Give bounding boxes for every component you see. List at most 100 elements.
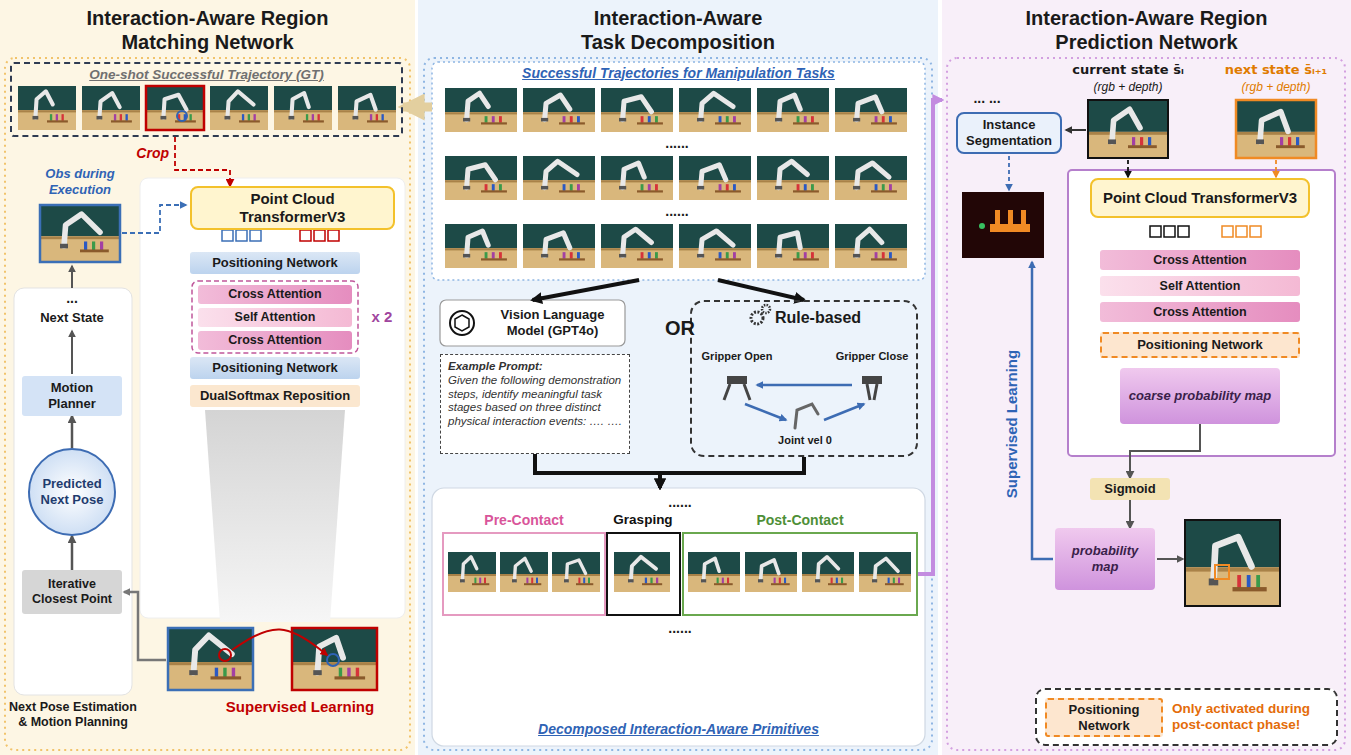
scene-table-edge — [18, 110, 76, 112]
arm-icon — [795, 404, 818, 428]
scene-object — [841, 578, 843, 584]
map-box: probability map — [1055, 528, 1155, 590]
scene-object — [889, 116, 892, 123]
scene-wall — [146, 86, 204, 110]
attention-box: Cross Attention — [198, 285, 352, 304]
robot-thumbnail — [500, 552, 548, 592]
module-box: Positioning Network — [1045, 698, 1163, 737]
robot-thumbnail — [448, 552, 496, 592]
robot-arm — [857, 97, 882, 120]
scene-object — [1256, 575, 1260, 588]
robot-thumbnail — [523, 88, 595, 132]
node-text: Point Cloud TransformerV3 — [1103, 189, 1297, 207]
scene-table-edge — [757, 180, 829, 182]
scene-object — [831, 578, 833, 584]
scene-object — [889, 252, 892, 259]
mask-region — [995, 210, 1000, 224]
scene-object — [114, 114, 116, 121]
scene-object — [84, 241, 87, 250]
robot-arm — [701, 165, 726, 188]
node-text: Interaction-Aware Region Prediction Netw… — [997, 6, 1297, 54]
robot-base — [541, 118, 548, 122]
label-text: Supervised Learning — [1003, 339, 1021, 509]
scene-object — [648, 252, 651, 259]
scene-wall — [835, 156, 907, 180]
scene-stand — [771, 583, 790, 585]
robot-thumbnail — [1088, 100, 1168, 158]
robot-thumbnail — [82, 86, 140, 130]
scene-object — [242, 114, 244, 121]
scene-stand — [335, 676, 366, 679]
scene-object — [726, 252, 729, 259]
scene-object — [882, 252, 885, 259]
segmentation-mask — [962, 192, 1044, 258]
connector — [403, 103, 432, 112]
feature-token — [1222, 226, 1233, 237]
scene-floor — [745, 574, 797, 592]
scene-wall — [40, 205, 120, 236]
scene-floor — [445, 180, 517, 200]
robot-base — [225, 116, 231, 120]
scene-table-edge — [802, 574, 854, 576]
model-logo — [455, 315, 469, 331]
robot-thumbnail — [18, 86, 76, 130]
scene-object — [898, 578, 900, 584]
label-text: current state s̄ᵢ — [1060, 62, 1196, 78]
robot-base — [758, 579, 763, 582]
robot-arm — [1112, 109, 1140, 141]
scene-object — [1280, 137, 1283, 146]
module-box: Positioning Network — [190, 357, 360, 379]
robot-base — [701, 579, 706, 582]
scene-wall — [688, 552, 740, 574]
thumbnail-frame — [40, 205, 120, 262]
feature-token — [300, 230, 311, 241]
robot-thumbnail — [210, 86, 268, 130]
scene-object — [376, 114, 378, 121]
robot-arm — [875, 558, 898, 580]
robot-arm — [467, 165, 496, 188]
robot-arm — [99, 93, 119, 118]
node-text: Grasping — [613, 512, 672, 528]
feature-token — [328, 230, 339, 241]
scene-stand — [637, 258, 663, 260]
connector — [71, 416, 74, 448]
scene-stand — [559, 122, 585, 124]
robot-base — [564, 579, 569, 582]
robot-thumbnail — [679, 224, 751, 268]
robot-base — [619, 118, 626, 122]
connector — [175, 137, 230, 186]
robot-thumbnail — [274, 86, 332, 130]
robot-arm — [857, 163, 889, 188]
scene-table-edge — [445, 112, 517, 114]
robot-thumbnail — [757, 88, 829, 132]
robot-base — [872, 579, 877, 582]
phase-box: Grasping — [606, 532, 681, 616]
scene-object — [645, 578, 647, 584]
scene-table-edge — [82, 110, 140, 112]
connector — [1129, 500, 1131, 528]
scene-object — [655, 184, 658, 191]
scene-object — [836, 578, 838, 584]
scene-floor — [802, 574, 854, 592]
phase-box: Pre-Contact — [442, 532, 606, 616]
scene-wall — [82, 86, 140, 110]
encoder-box: Point Cloud TransformerV3 — [190, 186, 395, 230]
robot-arm — [761, 560, 779, 581]
layout-arrow — [232, 629, 327, 655]
robot-thumbnail — [552, 552, 600, 592]
robot-base — [541, 186, 548, 190]
robot-thumbnail — [679, 88, 751, 132]
scene-floor — [210, 110, 268, 130]
node-text: Self Attention — [1160, 279, 1241, 294]
gripper-finger — [744, 384, 750, 400]
label-text: Gripper Close — [827, 350, 917, 363]
process-box: Iterative Closest Point — [22, 570, 122, 614]
scene-stand — [303, 120, 324, 122]
robot-arm — [318, 638, 344, 673]
robot-base — [463, 254, 470, 258]
attention-box: Cross Attention — [1100, 302, 1300, 322]
scene-object — [811, 116, 814, 123]
robot-base — [775, 186, 782, 190]
scene-table-edge — [274, 110, 332, 112]
